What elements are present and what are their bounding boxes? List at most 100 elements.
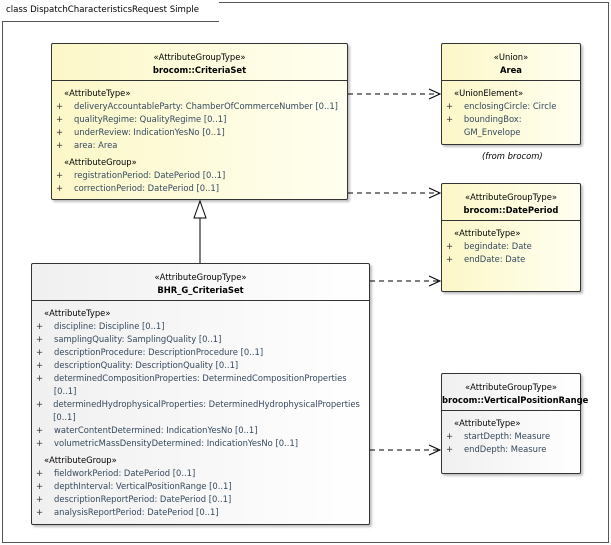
class-name: BHR_G_CriteriaSet xyxy=(157,285,244,295)
attribute-row[interactable]: + descriptionReportPeriod: DatePeriod [0.… xyxy=(32,493,369,506)
visibility-public: + xyxy=(36,425,44,435)
visibility-public: + xyxy=(36,347,44,357)
attribute-text: discipline: Discipline [0..1] xyxy=(54,321,165,331)
attribute-row[interactable]: + descriptionProcedure: DescriptionProced… xyxy=(32,346,369,359)
attribute-row[interactable]: + registrationPeriod: DatePeriod [0..1] xyxy=(52,169,347,182)
class-header: «AttributeGroupType» brocom::VerticalPos… xyxy=(442,374,589,411)
attribute-text: endDate: Date xyxy=(464,254,526,264)
attribute-row[interactable]: + qualityRegime: QualityRegime [0..1] xyxy=(52,113,347,126)
class-stereotype: «AttributeGroupType» xyxy=(465,192,557,202)
visibility-public: + xyxy=(36,468,44,478)
visibility-public: + xyxy=(56,183,64,193)
class-stereotype: «Union» xyxy=(493,52,529,62)
attribute-row[interactable]: + correctionPeriod: DatePeriod [0..1] xyxy=(52,182,347,195)
attribute-row[interactable]: +enclosingCircle: Circle xyxy=(442,100,580,113)
attribute-text: correctionPeriod: DatePeriod [0..1] xyxy=(74,183,219,193)
attribute-section: «AttributeType»+ begindate: Date +endDate:… xyxy=(442,227,580,266)
attribute-text: enclosingCircle: Circle xyxy=(464,101,557,111)
attribute-text: fieldworkPeriod: DatePeriod [0..1] xyxy=(54,468,196,478)
attribute-text: boundingBox: GM_Envelope xyxy=(463,114,522,137)
attribute-text: registrationPeriod: DatePeriod [0..1] xyxy=(74,170,226,180)
visibility-public: + xyxy=(446,444,454,454)
attribute-text: underReview: IndicationYesNo [0..1] xyxy=(74,127,225,137)
class-vertical-position-range[interactable]: «AttributeGroupType» brocom::VerticalPos… xyxy=(441,373,589,474)
attribute-text: startDepth: Measure xyxy=(464,431,551,441)
class-stereotype: «AttributeGroupType» xyxy=(154,272,247,282)
visibility-public: + xyxy=(36,399,44,409)
attribute-row[interactable]: +depthInterval: VerticalPositionRange [0… xyxy=(32,480,369,493)
attribute-row[interactable]: + deliveryAccountableParty: ChamberOfComm… xyxy=(52,100,347,113)
attribute-row[interactable]: + fieldworkPeriod: DatePeriod [0..1] xyxy=(32,467,369,480)
attribute-section: «AttributeType»+startDepth: Measure+endD… xyxy=(442,417,580,456)
attribute-text: begindate: Date xyxy=(464,241,532,251)
attribute-row[interactable]: + descriptionQuality: DescriptionQuality … xyxy=(32,359,369,372)
visibility-public: + xyxy=(446,241,454,251)
attribute-row[interactable]: + underReview: IndicationYesNo [0..1] xyxy=(52,126,347,139)
visibility-public: + xyxy=(56,140,64,150)
visibility-public: + xyxy=(36,321,44,331)
attribute-row[interactable]: +determinedCompositionProperties: Determ… xyxy=(32,372,369,398)
class-name: brocom::DatePeriod xyxy=(463,205,559,215)
attribute-text: determinedCompositionProperties: Determi… xyxy=(53,373,347,396)
attribute-text: descriptionQuality: DescriptionQuality [… xyxy=(54,360,239,370)
attribute-row[interactable]: +determinedHydrophysicalProperties: Dete… xyxy=(32,398,369,424)
attribute-section: «AttributeType»+deliveryAccountableParty… xyxy=(52,87,347,152)
arrowhead-icon xyxy=(428,275,442,287)
attribute-row[interactable]: + discipline: Discipline [0..1] xyxy=(32,320,369,333)
attribute-text: volumetricMassDensityDetermined: Indicat… xyxy=(54,438,298,448)
class-date-period[interactable]: «AttributeGroupType» brocom::DatePeriod«… xyxy=(441,183,581,292)
visibility-public: + xyxy=(56,114,64,124)
attribute-text: qualityRegime: QualityRegime [0..1] xyxy=(74,114,227,124)
visibility-public: + xyxy=(36,438,44,448)
visibility-public: + xyxy=(36,360,44,370)
arrowhead-icon xyxy=(428,187,442,199)
attribute-section: «AttributeGroup»+registrationPeriod: Dat… xyxy=(52,156,347,195)
section-stereotype: «AttributeGroup» xyxy=(44,455,117,465)
diagram-title: class DispatchCharacteristicsRequest Sim… xyxy=(2,2,220,22)
attribute-row[interactable]: + volumetricMassDensityDetermined: Indica… xyxy=(32,437,369,450)
class-area[interactable]: «Union» Area«UnionElement»+enclosingCirc… xyxy=(441,43,581,145)
section-stereotype: «AttributeType» xyxy=(64,88,131,98)
class-bhr-criteria-set[interactable]: «AttributeGroupType» BHR_G_CriteriaSet«A… xyxy=(31,263,370,525)
attribute-row[interactable]: + analysisReportPeriod: DatePeriod [0..1] xyxy=(32,506,369,519)
visibility-public: + xyxy=(36,507,44,517)
class-header: «AttributeGroupType» brocom::DatePeriod xyxy=(442,184,580,221)
section-stereotype: «AttributeGroup» xyxy=(64,157,137,167)
class-name: brocom::VerticalPositionRange xyxy=(442,395,589,405)
attribute-row[interactable]: + boundingBox: GM_Envelope xyxy=(442,113,580,139)
attribute-row[interactable]: + area: Area xyxy=(52,139,347,152)
visibility-public: + xyxy=(446,431,454,441)
generalization-triangle-icon xyxy=(193,199,207,219)
attribute-text: endDepth: Measure xyxy=(464,444,547,454)
attribute-row[interactable]: + waterContentDetermined: IndicationYesNo… xyxy=(32,424,369,437)
attribute-text: waterContentDetermined: IndicationYesNo … xyxy=(54,425,258,435)
class-stereotype: «AttributeGroupType» xyxy=(465,382,557,392)
arrowhead-icon xyxy=(428,88,442,100)
attribute-row[interactable]: + startDepth: Measure xyxy=(442,430,580,443)
attribute-row[interactable]: + endDepth: Measure xyxy=(442,443,580,456)
class-criteria-set[interactable]: «AttributeGroupType» brocom::CriteriaSet… xyxy=(51,43,348,200)
visibility-public: + xyxy=(446,114,454,124)
attribute-text: depthInterval: VerticalPositionRange [0.… xyxy=(54,481,232,491)
class-header: «AttributeGroupType» BHR_G_CriteriaSet xyxy=(32,264,369,301)
section-stereotype: «AttributeType» xyxy=(454,418,521,428)
attribute-row[interactable]: + begindate: Date xyxy=(442,240,580,253)
attribute-section: «AttributeGroup»+fieldworkPeriod: DatePe… xyxy=(32,454,369,519)
visibility-public: + xyxy=(36,494,44,504)
attribute-row[interactable]: +samplingQuality: SamplingQuality [0..1] xyxy=(32,333,369,346)
visibility-public: + xyxy=(56,127,64,137)
attribute-text: analysisReportPeriod: DatePeriod [0..1] xyxy=(54,507,219,517)
class-name: Area xyxy=(500,65,522,75)
attribute-text: deliveryAccountableParty: ChamberOfComme… xyxy=(74,101,338,111)
attribute-row[interactable]: +endDate: Date xyxy=(442,253,580,266)
attribute-text: area: Area xyxy=(74,140,118,150)
visibility-public: + xyxy=(56,101,64,111)
section-stereotype: «AttributeType» xyxy=(454,228,521,238)
attribute-text: descriptionReportPeriod: DatePeriod [0..… xyxy=(54,494,232,504)
attribute-text: descriptionProcedure: DescriptionProcedu… xyxy=(54,347,264,357)
class-stereotype: «AttributeGroupType» xyxy=(153,52,246,62)
arrowhead-icon xyxy=(428,444,442,456)
visibility-public: + xyxy=(56,170,64,180)
